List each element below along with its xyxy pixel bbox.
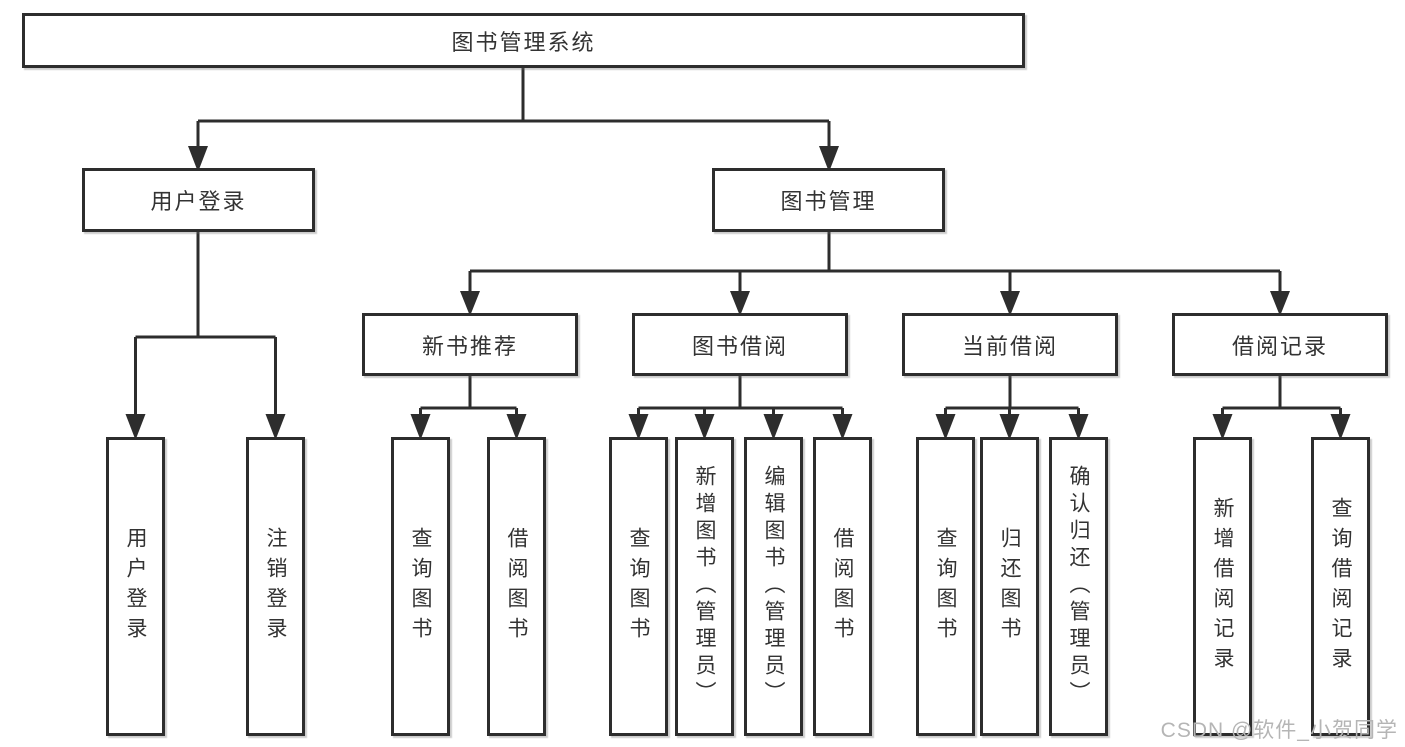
node-leaf-query-books-recommend: 查询图书 [391,437,450,736]
node-leaf-borrow-books-label: 借阅图书 [831,526,854,647]
node-leaf-query-books-recommend-label: 查询图书 [409,526,432,647]
node-leaf-query-borrow-record: 查询借阅记录 [1311,437,1370,736]
node-leaf-confirm-return-admin-label: 确认归还（管理员） [1067,465,1090,708]
node-book-management-label: 图书管理 [780,189,877,214]
node-new-book-recommend-label: 新书推荐 [421,333,518,359]
node-leaf-edit-books-admin: 编辑图书（管理员） [744,437,803,736]
node-leaf-add-books-admin-label: 新增图书（管理员） [693,465,716,708]
node-borrow-records: 借阅记录 [1172,313,1388,376]
node-leaf-user-login-label: 用户登录 [124,526,147,647]
node-leaf-query-borrow-record-label: 查询借阅记录 [1329,496,1352,677]
node-leaf-borrow-books: 借阅图书 [813,437,872,736]
node-new-book-recommend: 新书推荐 [362,313,578,376]
node-book-borrowing-label: 图书借阅 [691,333,788,359]
node-leaf-add-borrow-record-label: 新增借阅记录 [1211,496,1234,677]
node-leaf-query-books-current: 查询图书 [916,437,975,736]
node-current-borrowing: 当前借阅 [902,313,1118,376]
node-root: 图书管理系统 [22,13,1025,68]
node-leaf-add-borrow-record: 新增借阅记录 [1193,437,1252,736]
node-current-borrowing-label: 当前借阅 [961,333,1058,359]
connector-book-borrow-to-leaves [637,376,844,418]
node-borrow-records-label: 借阅记录 [1231,333,1328,359]
node-book-borrowing: 图书借阅 [632,313,848,376]
node-leaf-add-books-admin: 新增图书（管理员） [675,437,734,736]
node-user-login-label: 用户登录 [150,189,247,214]
node-leaf-user-login: 用户登录 [106,437,165,736]
node-leaf-query-books-borrow: 查询图书 [609,437,668,736]
node-leaf-logout-label: 注销登录 [264,526,287,647]
node-leaf-borrow-books-recommend-label: 借阅图书 [505,526,528,647]
node-leaf-query-books-borrow-label: 查询图书 [627,526,650,647]
node-leaf-return-books: 归还图书 [980,437,1039,736]
connector-new-books-to-leaves [419,376,518,418]
node-root-label: 图书管理系统 [451,29,596,55]
connector-book-mgmt-to-level3 [468,232,1282,294]
csdn-watermark: CSDN @软件_小贺同学 [1160,719,1398,742]
node-leaf-confirm-return-admin: 确认归还（管理员） [1049,437,1108,736]
connector-root-to-level2 [196,68,831,150]
node-user-login: 用户登录 [82,168,315,232]
node-leaf-edit-books-admin-label: 编辑图书（管理员） [762,465,785,708]
connector-user-login-to-leaves [134,232,277,418]
node-leaf-logout: 注销登录 [246,437,305,736]
connector-borrow-records-to-leaves [1221,376,1342,418]
node-leaf-borrow-books-recommend: 借阅图书 [487,437,546,736]
node-book-management: 图书管理 [712,168,945,232]
connector-current-borrow-to-leaves [944,376,1080,418]
node-leaf-query-books-current-label: 查询图书 [934,526,957,647]
node-leaf-return-books-label: 归还图书 [998,526,1021,647]
